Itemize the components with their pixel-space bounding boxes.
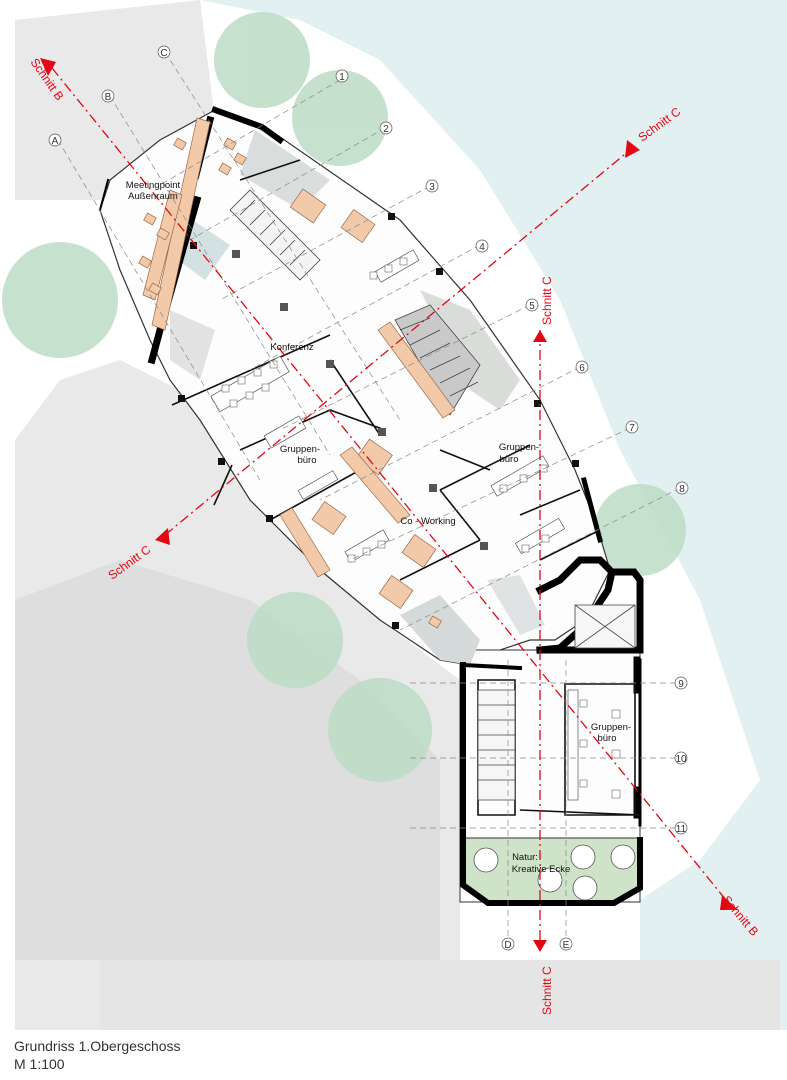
section-arrow-c-right	[625, 140, 640, 158]
void-south	[400, 595, 480, 665]
section-arrow-b-bottom	[720, 895, 738, 910]
room-label-gruppenbuero-lower-2: büro	[597, 733, 616, 744]
section-arrow-b-top	[40, 58, 56, 76]
trees	[2, 12, 686, 782]
plan-title: Grundriss 1.Obergeschoss	[14, 1038, 181, 1054]
axis-label-11: 11	[676, 824, 687, 835]
room-label-konferenz: Konferenz	[270, 342, 314, 353]
section-arrow-c-vtop	[533, 330, 547, 342]
tree	[594, 484, 686, 576]
walls	[98, 106, 644, 906]
room-label-gruppenbuero-left-1: Gruppen-	[280, 444, 320, 455]
axis-label-10: 10	[675, 754, 687, 765]
room-label-natur: Natur:	[512, 852, 538, 863]
site-background	[15, 0, 787, 1030]
section-label-c-vtop: Schnitt C	[540, 276, 554, 325]
section-label-c-vbottom: Schnitt C	[540, 966, 554, 1015]
tree	[2, 242, 118, 358]
axis-bubbles	[48, 45, 689, 951]
room-label-kreative-ecke: Kreative Ecke	[512, 864, 571, 875]
axis-label-5: 5	[529, 301, 535, 312]
room-label-gruppenbuero-right-1: Gruppen-	[499, 442, 539, 453]
axis-label-8: 8	[679, 484, 685, 495]
axis-label-e: E	[563, 940, 570, 951]
room-label-gruppenbuero-lower-1: Gruppen-	[591, 722, 631, 733]
axis-label-c: C	[160, 48, 167, 59]
section-lines	[51, 67, 731, 945]
tree	[214, 12, 310, 108]
grid-axes	[57, 51, 681, 940]
void-north	[240, 130, 330, 210]
void-east	[420, 290, 520, 410]
stairs	[229, 189, 636, 801]
axis-label-d: D	[504, 940, 511, 951]
axis-label-2: 2	[383, 124, 389, 135]
room-label-coworking: Co - Working	[400, 516, 455, 527]
axis-label-3: 3	[429, 182, 435, 193]
void-ramp	[487, 575, 545, 635]
columns	[178, 213, 579, 629]
section-arrow-c-vbottom	[533, 940, 547, 952]
axis-label-b: B	[105, 92, 112, 103]
axis-label-6: 6	[579, 363, 585, 374]
room-label-gruppenbuero-right-2: büro	[499, 454, 518, 465]
void-mid	[170, 310, 215, 380]
room-label-gruppenbuero-left-2: büro	[297, 455, 316, 466]
axis-label-a: A	[52, 136, 59, 147]
plan-scale: M 1:100	[14, 1056, 65, 1072]
axis-labels: A B C 1 2 3 4 5 6 7 8 9 10 11 D E	[52, 48, 687, 951]
furniture-wood	[138, 117, 456, 629]
axis-label-4: 4	[479, 242, 485, 253]
tree	[328, 678, 432, 782]
tree	[247, 592, 343, 688]
axis-label-1: 1	[339, 72, 345, 83]
section-arrows	[40, 58, 738, 952]
chairs	[221, 257, 621, 799]
room-label-meetingpoint: Meetingpoint	[126, 180, 181, 191]
round-tables	[473, 844, 636, 901]
section-arrow-c-left	[155, 528, 170, 545]
axis-label-7: 7	[629, 423, 635, 434]
room-label-aussenraum: Außenraum	[128, 191, 178, 202]
tree	[292, 70, 388, 166]
axis-label-9: 9	[678, 679, 684, 690]
room-labels: Meetingpoint Außenraum Konferenz Gruppen…	[126, 180, 631, 875]
